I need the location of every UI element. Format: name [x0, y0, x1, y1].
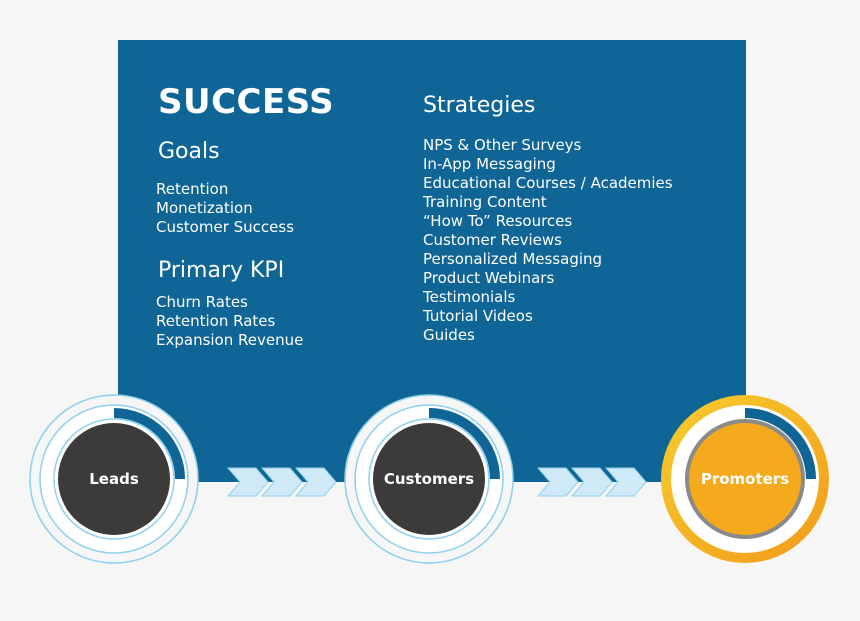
- panel-title: SUCCESS: [158, 82, 335, 122]
- strategy-item: Tutorial Videos: [423, 307, 533, 325]
- strategies-list: NPS & Other Surveys In-App Messaging Edu…: [423, 136, 673, 345]
- strategy-item: Testimonials: [423, 288, 516, 306]
- strategy-item: Personalized Messaging: [423, 250, 603, 268]
- goal-item: Retention: [156, 180, 229, 198]
- chevron-arrow-icon: [570, 467, 613, 497]
- strategy-item: “How To” Resources: [423, 212, 573, 230]
- strategies-heading: Strategies: [423, 93, 536, 118]
- goal-item: Customer Success: [156, 218, 295, 236]
- kpi-item: Churn Rates: [156, 293, 248, 311]
- stage-label-leads: Leads: [89, 470, 139, 488]
- flow-chevrons-1: [226, 467, 337, 497]
- stage-leads: Leads: [29, 394, 199, 564]
- goal-item: Monetization: [156, 199, 253, 217]
- strategy-item: Product Webinars: [423, 269, 555, 287]
- primary-kpi-list: Churn Rates Retention Rates Expansion Re…: [156, 293, 303, 350]
- strategy-item: In-App Messaging: [423, 155, 556, 173]
- stage-label-customers: Customers: [384, 470, 474, 488]
- strategy-item: Educational Courses / Academies: [423, 174, 673, 192]
- chevron-arrow-icon: [294, 467, 337, 497]
- chevron-arrow-icon: [536, 467, 579, 497]
- kpi-item: Retention Rates: [156, 312, 276, 330]
- strategy-item: NPS & Other Surveys: [423, 136, 582, 154]
- goals-heading: Goals: [158, 139, 220, 164]
- chevron-arrow-icon: [604, 467, 647, 497]
- chevron-arrow-icon: [260, 467, 303, 497]
- stage-customers: Customers: [344, 394, 514, 564]
- chevron-arrow-icon: [226, 467, 269, 497]
- strategy-item: Customer Reviews: [423, 231, 562, 249]
- primary-kpi-heading: Primary KPI: [158, 258, 285, 283]
- strategy-item: Guides: [423, 326, 475, 344]
- kpi-item: Expansion Revenue: [156, 331, 304, 349]
- strategy-item: Training Content: [423, 193, 547, 211]
- stage-label-promoters: Promoters: [701, 470, 789, 488]
- goals-list: Retention Monetization Customer Success: [156, 180, 294, 237]
- flow-chevrons-2: [536, 467, 647, 497]
- stage-promoters: Promoters: [661, 395, 829, 563]
